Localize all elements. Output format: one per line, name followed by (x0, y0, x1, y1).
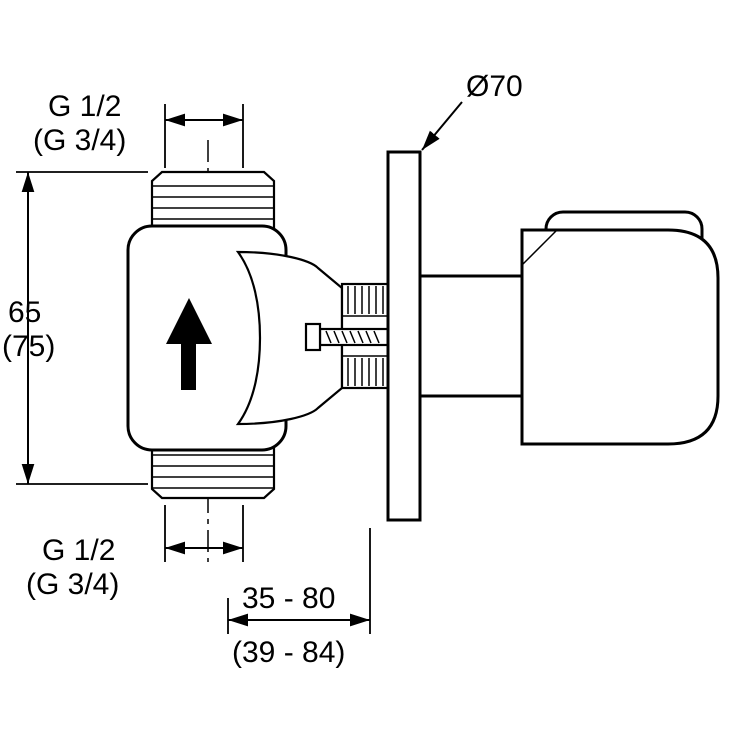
depth-label: 35 - 80 (242, 582, 335, 615)
plate-diameter-label: Ø70 (466, 70, 523, 103)
top-thread-label: G 1/2 (48, 90, 121, 123)
dim-height (16, 171, 148, 485)
height-alt-label: (75) (2, 330, 55, 363)
dim-bottom-thread (164, 505, 244, 562)
depth-alt-label: (39 - 84) (232, 636, 345, 669)
height-label: 65 (8, 296, 41, 329)
wall-plate (386, 150, 422, 522)
screw-head (304, 322, 322, 352)
stem-thread-hatch (347, 286, 384, 386)
spindle-housing (418, 274, 526, 398)
top-thread (150, 170, 276, 232)
flow-arrow-icon (166, 298, 212, 390)
dim-plate-diameter (421, 101, 463, 151)
dim-depth (227, 528, 371, 634)
top-thread-outline (150, 170, 276, 232)
bottom-thread-alt-label: (G 3/4) (26, 568, 119, 601)
dim-top-thread (164, 104, 244, 168)
knob-chamfer (522, 230, 557, 265)
knob-outline (520, 228, 720, 446)
bottom-thread (150, 444, 276, 500)
handle-knob (520, 228, 720, 446)
flow-arrow-shaft (181, 342, 196, 390)
bottom-thread-outline (150, 444, 276, 500)
bottom-thread-label: G 1/2 (42, 534, 115, 567)
valve-bonnet (235, 250, 344, 426)
screw-thread-hatch (325, 330, 380, 344)
flow-arrow-head (166, 298, 212, 344)
top-thread-alt-label: (G 3/4) (33, 124, 126, 157)
